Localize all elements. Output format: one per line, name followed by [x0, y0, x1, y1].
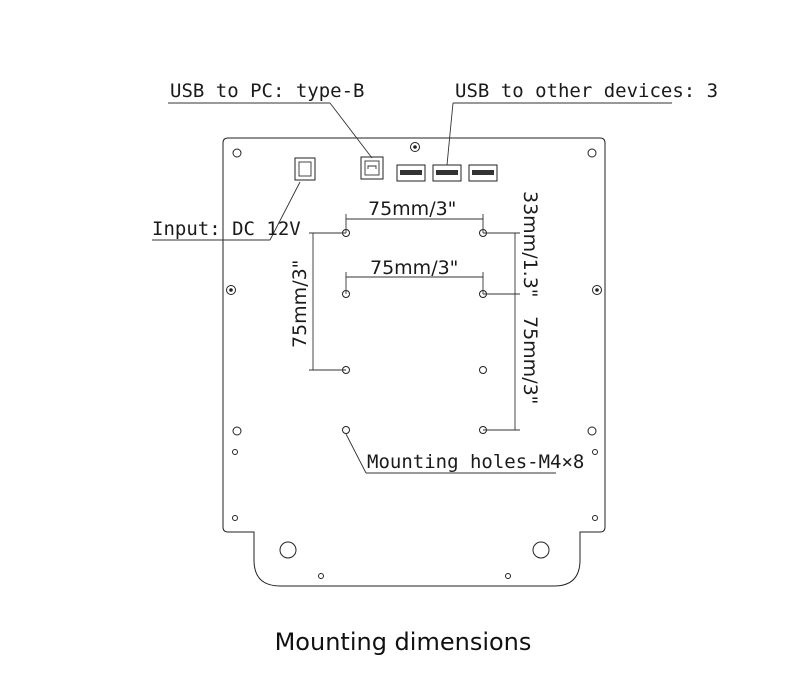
usb-pc-label: USB to PC: type-B: [170, 80, 364, 102]
input-label: Input: DC 12V: [152, 218, 301, 240]
leader-lines: [152, 102, 672, 474]
mounting-holes-label: Mounting holes-M4×8: [367, 451, 584, 473]
dim-vertical-right-top: 33mm/1.3": [519, 191, 541, 298]
dim-vertical-left: 75mm/3": [289, 260, 311, 348]
dim-horizontal-middle: 75mm/3": [370, 257, 458, 279]
dc-input-connector: [294, 157, 316, 181]
board-outline: [222, 137, 606, 587]
usb-type-b-port: [360, 156, 384, 180]
usb-other-label: USB to other devices: 3: [455, 80, 718, 102]
dim-horizontal-top: 75mm/3": [368, 198, 456, 220]
dimension-lines: [309, 214, 520, 431]
dim-vertical-right-bottom: 75mm/3": [519, 316, 541, 404]
board-holes: [226, 142, 602, 579]
usb-type-a-ports: [396, 164, 498, 182]
figure-caption: Mounting dimensions: [274, 628, 532, 656]
